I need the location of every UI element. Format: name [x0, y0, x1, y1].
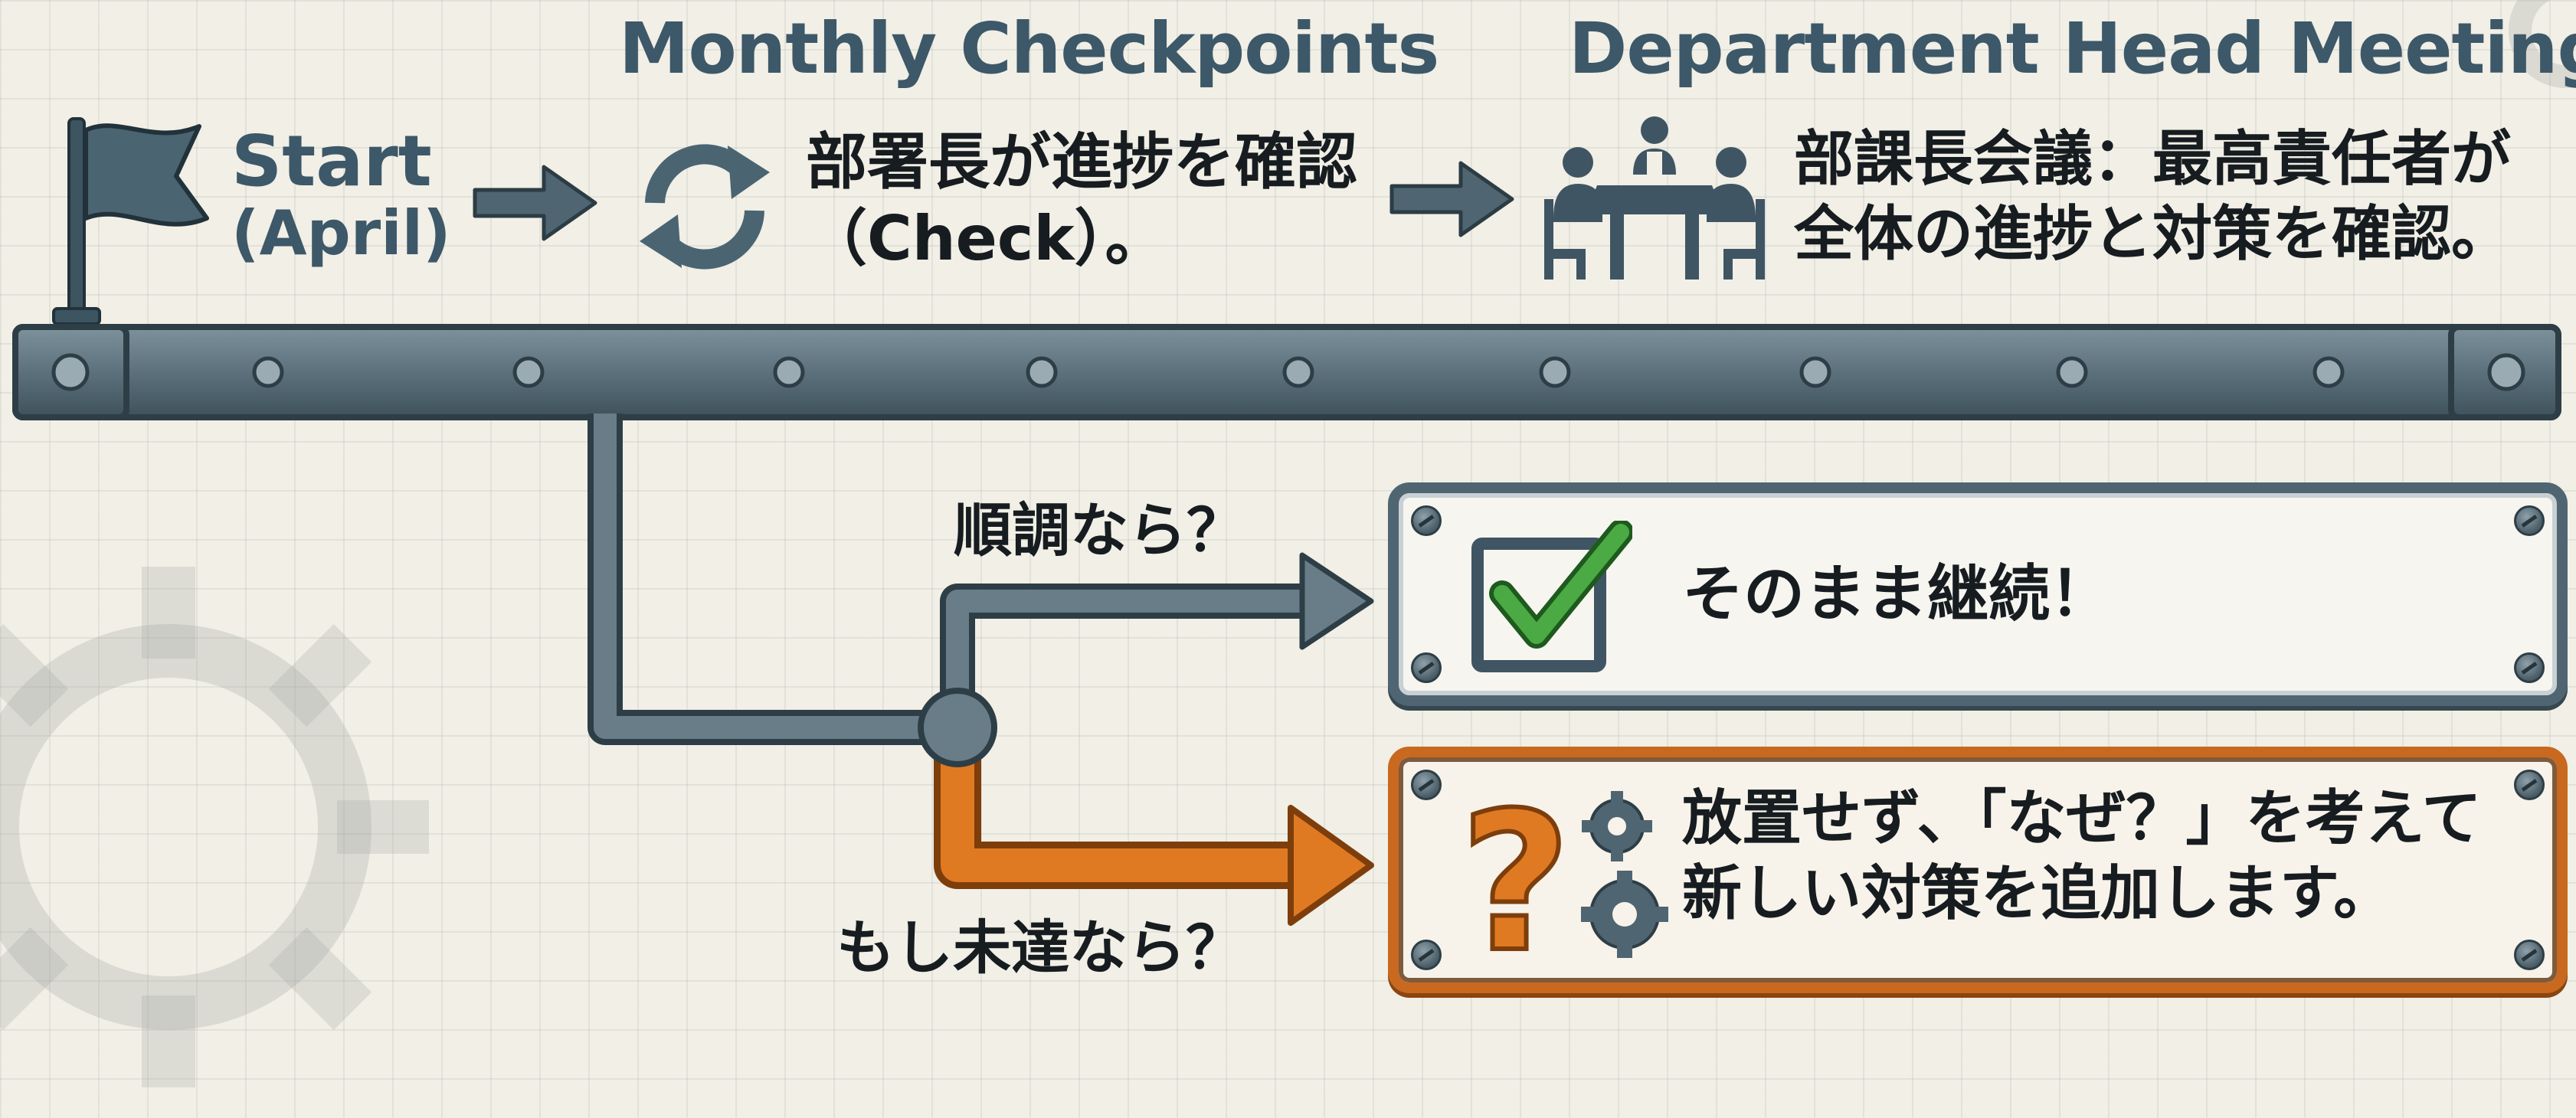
start-subtitle: (April) [231, 198, 451, 270]
question-gear-icon: ? [1458, 780, 1668, 972]
screw-icon [2514, 940, 2545, 970]
monthly-checkpoints-heading: Monthly Checkpoints [619, 8, 1439, 90]
meeting-line-1: 部課長会議：最高責任者が [1794, 125, 2512, 194]
meeting-line-2: 全体の進捗と対策を確認。 [1794, 199, 2512, 269]
improve-outcome-box: ? 放置せず、「なぜ？」を考えて 新しい対策を追加します。 [1388, 747, 2568, 993]
flow-arrow-1-icon [473, 165, 597, 241]
screw-icon [2514, 770, 2545, 800]
ok-question-label: 順調なら？ [954, 496, 1245, 564]
checkpoint-description: 部署長が進捗を確認 （Check）。 [806, 124, 1357, 277]
ng-question-label: もし未達なら？ [836, 914, 1244, 982]
screw-icon [1411, 940, 1442, 970]
improve-description: 放置せず、「なぜ？」を考えて 新しい対策を追加します。 [1682, 782, 2482, 931]
improve-line-1: 放置せず、「なぜ？」を考えて [1682, 784, 2482, 853]
checkpoint-line-2: （Check）。 [806, 203, 1167, 274]
screw-icon [2514, 652, 2545, 683]
meeting-icon [1544, 116, 1765, 280]
svg-text:?: ? [1460, 780, 1571, 972]
branch-connectors [588, 414, 1374, 926]
department-head-meeting-heading: Department Head Meeting [1569, 8, 2576, 90]
flow-arrow-2-icon [1389, 161, 1514, 237]
improve-line-2: 新しい対策を追加します。 [1682, 858, 2394, 928]
background-gear-icon [0, 567, 429, 1087]
background-gear-corner-icon [2509, 0, 2576, 88]
continue-text: そのまま継続！ [1682, 558, 2111, 629]
screw-icon [1411, 770, 1442, 800]
meeting-description: 部課長会議：最高責任者が 全体の進捗と対策を確認。 [1794, 123, 2511, 272]
start-label: Start (April) [231, 120, 451, 270]
cycle-icon [640, 144, 770, 270]
continue-outcome-box: そのまま継続！ [1388, 482, 2568, 706]
screw-icon [1411, 652, 1442, 683]
start-title: Start [231, 120, 432, 202]
screw-icon [2514, 505, 2545, 536]
checkpoint-line-1: 部署長が進捗を確認 [806, 126, 1357, 198]
flag-icon [52, 117, 209, 325]
screw-icon [1411, 505, 1442, 536]
checkbox-icon [1471, 521, 1632, 672]
timeline-bar [12, 324, 2561, 420]
